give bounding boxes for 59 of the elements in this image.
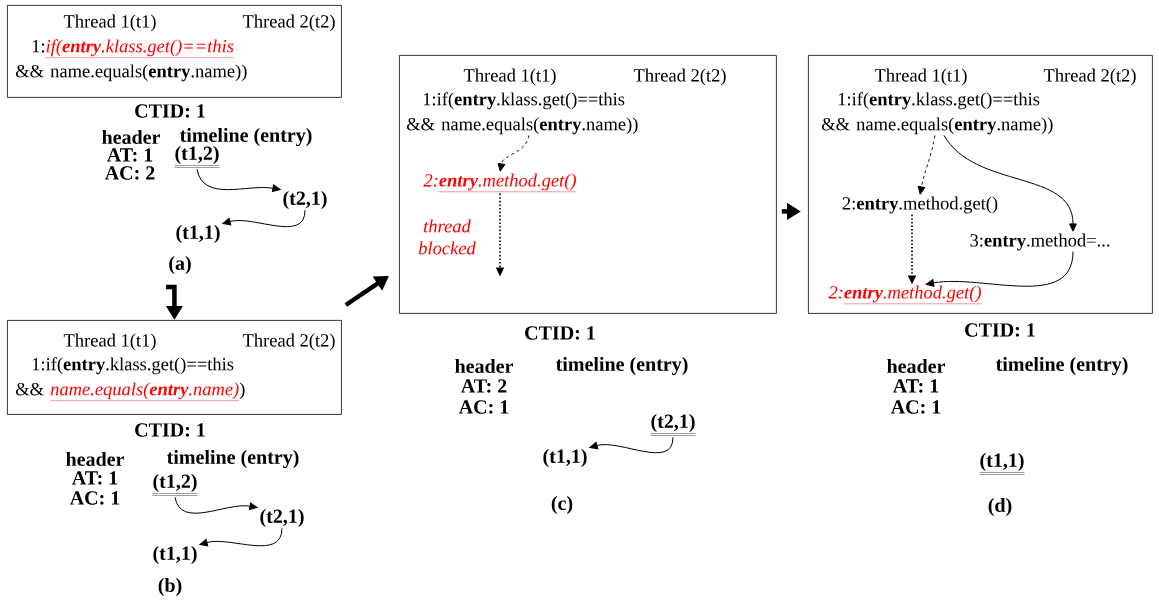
timeline-label: timeline (entry) [180,127,312,147]
timeline-entry: (t1,2) [152,473,198,496]
counter-value: AC: 1 [890,400,941,414]
panel-caption: (c) [551,495,573,515]
timeline-label: timeline (entry) [995,356,1128,376]
code-statement: 1:if(entry.klass.get()==this && name.equals(entry.name)) [821,92,1053,135]
counter-value: AT: 2 [460,379,507,393]
counter-value: AC: 1 [458,400,509,414]
thread-label: Thread 1(t1) [63,14,156,32]
arrow [199,527,283,547]
header-label: header [66,451,125,466]
counter-value: AC: 2 [104,166,155,180]
timeline-entry: (t2,1) [650,413,696,436]
arrow [917,134,936,195]
header-label: header [102,129,161,145]
arrow [943,134,1077,232]
code-statement: 1:if(entry.klass.get()==this && name.equals(entry.name)) [406,92,638,135]
ctid-label: CTID: 1 [135,104,205,118]
thread-label: Thread 2(t2) [1043,68,1136,86]
timeline-entry: (t1,1) [543,448,587,468]
thread-label: Thread 1(t1) [463,68,556,86]
arrow [222,209,306,228]
timeline-entry: (t1,2) [174,145,220,168]
thread-label: Thread 1(t1) [63,333,156,351]
panel-caption: (a) [169,255,191,275]
ctid-label: CTID: 1 [135,423,205,437]
code-statement: 1:if(entry.klass.get()==this && name.equals(entry.name)) [15,39,247,82]
code-statement: 1:if(entry.klass.get()==this && name.equals(entry.name)) [15,357,245,401]
counter-value: AT: 1 [892,379,939,393]
thread-label: Thread 1(t1) [874,68,967,86]
timeline-entry: (t2,1) [260,508,304,528]
ctid-label: CTID: 1 [525,326,595,340]
counter-value: AC: 1 [69,491,120,505]
timeline-entry: (t1,1) [979,452,1025,475]
timeline-entry: (t2,1) [283,190,327,210]
thread-label: Thread 2(t2) [242,14,335,32]
counter-value: AT: 1 [106,148,153,162]
code-statement: 2:entry.method.get() [842,196,998,214]
ctid-label: CTID: 1 [965,323,1035,337]
arrow [589,436,674,454]
counter-value: AT: 1 [71,471,118,485]
timeline-entry: (t1,1) [176,224,220,244]
edge-label: thread blocked [413,218,481,256]
timeline-label: timeline (entry) [167,449,299,469]
code-statement: 2:entry.method.get() [828,285,982,304]
arrow [925,251,1074,287]
arrow [196,168,281,193]
arrow [497,134,530,172]
arrow [174,496,258,514]
panel-caption: (b) [158,577,182,597]
header-label: header [455,358,513,373]
thread-label: Thread 2(t2) [242,333,335,351]
timeline-entry: (t1,1) [153,545,197,565]
code-statement: 3:entry.method=... [970,233,1110,251]
header-label: header [887,358,945,373]
thread-label: Thread 2(t2) [633,68,726,86]
code-statement: 2:entry.method.get() [423,173,577,192]
panel-caption: (d) [988,497,1012,517]
timeline-label: timeline (entry) [555,356,688,376]
